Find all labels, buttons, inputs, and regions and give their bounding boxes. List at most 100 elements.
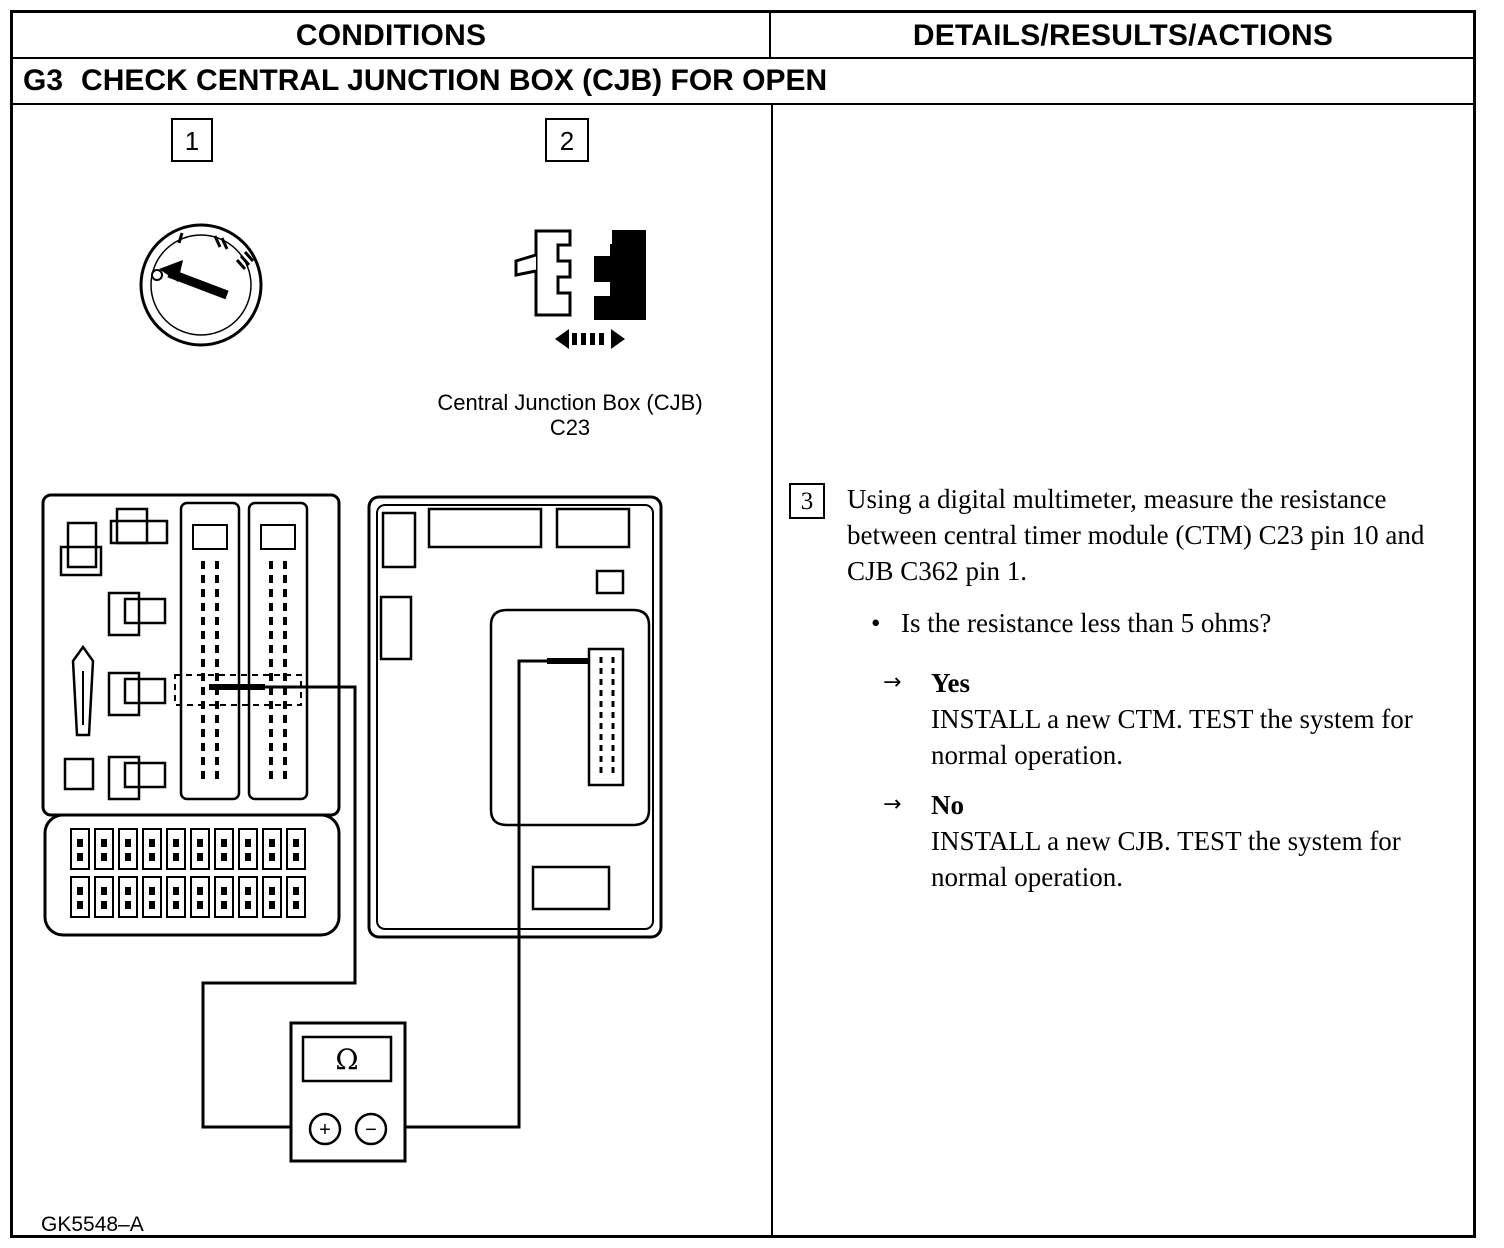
- minus-symbol: −: [365, 1119, 377, 1141]
- fuse-terminal: [293, 901, 299, 909]
- fuse-slot: [142, 876, 162, 918]
- fuse-slot: [94, 828, 114, 870]
- callout-box-1: 1: [171, 118, 213, 162]
- connector-label-line2: C23: [550, 415, 590, 440]
- fuse-terminal: [221, 901, 227, 909]
- fuse-slot: [190, 876, 210, 918]
- fuse-terminal: [245, 839, 251, 847]
- positive-terminal: [308, 1112, 342, 1146]
- fuse-slot: [286, 876, 306, 918]
- fuse-slot: [238, 828, 258, 870]
- no-action: INSTALL a new CJB. TEST the system for n…: [931, 826, 1401, 892]
- fuse-terminal: [197, 839, 203, 847]
- yes-label: Yes: [931, 668, 970, 698]
- conditions-diagram: 1 2: [13, 105, 771, 1238]
- fuse-terminal: [221, 887, 227, 895]
- fuse-slot: [166, 828, 186, 870]
- fuse-terminal: [125, 839, 131, 847]
- fuse-terminal: [197, 887, 203, 895]
- step-title-text: CHECK CENTRAL JUNCTION BOX (CJB) FOR OPE…: [81, 64, 828, 97]
- fuse-slot: [214, 876, 234, 918]
- plus-symbol: +: [319, 1119, 331, 1141]
- fuse-slot: [166, 876, 186, 918]
- cjb-rear-panel: [367, 495, 663, 939]
- callout-2-text: 2: [560, 126, 574, 156]
- actions-column: 3 Using a digital multimeter, measure th…: [775, 105, 1475, 1238]
- fuse-slot: [70, 828, 90, 870]
- step-code: G3: [23, 64, 64, 97]
- fuse-terminal: [149, 839, 155, 847]
- fuse-slot: [286, 828, 306, 870]
- ohm-symbol: Ω: [335, 1043, 358, 1076]
- fuse-slot: [262, 876, 282, 918]
- fuse-terminal: [77, 853, 83, 861]
- fuse-terminal: [245, 853, 251, 861]
- fuse-terminal: [197, 853, 203, 861]
- fuse-terminal: [77, 901, 83, 909]
- fuse-slot: [70, 876, 90, 918]
- fuse-grid: [70, 828, 306, 918]
- fuse-terminal: [173, 901, 179, 909]
- wiring-diagram-svg: 1 2: [41, 118, 703, 1163]
- test-leads: [201, 659, 547, 1129]
- fuse-slot: [142, 828, 162, 870]
- fuse-terminal: [101, 887, 107, 895]
- fuse-terminal: [173, 887, 179, 895]
- fuse-terminal: [245, 901, 251, 909]
- fuse-terminal: [173, 853, 179, 861]
- fuse-slot: [118, 876, 138, 918]
- fuse-terminal: [245, 887, 251, 895]
- fuse-terminal: [293, 839, 299, 847]
- negative-terminal: [354, 1112, 388, 1146]
- no-arrow-icon: →: [883, 792, 902, 817]
- fuse-terminal: [173, 839, 179, 847]
- fuse-slot: [94, 876, 114, 918]
- fuse-terminal: [149, 853, 155, 861]
- fuse-terminal: [269, 839, 275, 847]
- question: • Is the resistance less than 5 ohms?: [871, 605, 1471, 641]
- fuse-terminal: [101, 901, 107, 909]
- fuse-terminal: [125, 853, 131, 861]
- fuse-terminal: [149, 901, 155, 909]
- fuse-slot: [214, 828, 234, 870]
- fuse-terminal: [221, 853, 227, 861]
- no-label: No: [931, 790, 964, 820]
- disconnect-connector-icon: [514, 229, 646, 349]
- figure-code: GK5548–A: [41, 1213, 144, 1236]
- conditions-header: CONDITIONS: [13, 13, 771, 57]
- fuse-terminal: [293, 887, 299, 895]
- question-bullet: •: [871, 608, 881, 638]
- fuse-terminal: [149, 887, 155, 895]
- question-text: Is the resistance less than 5 ohms?: [901, 608, 1272, 638]
- details-header: DETAILS/RESULTS/ACTIONS: [912, 19, 1334, 52]
- step-number-box: 3: [789, 483, 825, 519]
- fuse-slot: [118, 828, 138, 870]
- step-title: G3 CHECK CENTRAL JUNCTION BOX (CJB) FOR O…: [23, 59, 827, 103]
- instruction-text: Using a digital multimeter, measure the …: [847, 484, 1425, 586]
- fuse-terminal: [125, 887, 131, 895]
- callout-1-text: 1: [185, 126, 199, 156]
- callout-box-2: 2: [545, 118, 589, 162]
- fuse-terminal: [77, 887, 83, 895]
- fuse-terminal: [101, 853, 107, 861]
- fuse-terminal: [269, 887, 275, 895]
- connector-label-line1: Central Junction Box (CJB): [437, 390, 702, 415]
- fuse-terminal: [125, 901, 131, 909]
- fuse-slot: [190, 828, 210, 870]
- fuse-terminal: [293, 853, 299, 861]
- fuse-terminal: [269, 853, 275, 861]
- yes-action: INSTALL a new CTM. TEST the system for n…: [931, 704, 1413, 770]
- fuse-slot: [238, 876, 258, 918]
- fuse-terminal: [197, 901, 203, 909]
- fuse-slot: [262, 828, 282, 870]
- fuse-terminal: [101, 839, 107, 847]
- fuse-terminal: [77, 839, 83, 847]
- column-divider: [771, 105, 773, 1238]
- ignition-switch-off-icon: [139, 223, 263, 347]
- table-header-row: CONDITIONS DETAILS/RESULTS/ACTIONS: [13, 13, 1473, 59]
- digital-multimeter: Ω + −: [289, 1021, 407, 1163]
- step-title-row: G3 CHECK CENTRAL JUNCTION BOX (CJB) FOR O…: [13, 59, 1473, 105]
- diagnostic-procedure-sheet: CONDITIONS DETAILS/RESULTS/ACTIONS G3 CHE…: [10, 10, 1476, 1238]
- fuse-terminal: [269, 901, 275, 909]
- fuse-terminal: [221, 839, 227, 847]
